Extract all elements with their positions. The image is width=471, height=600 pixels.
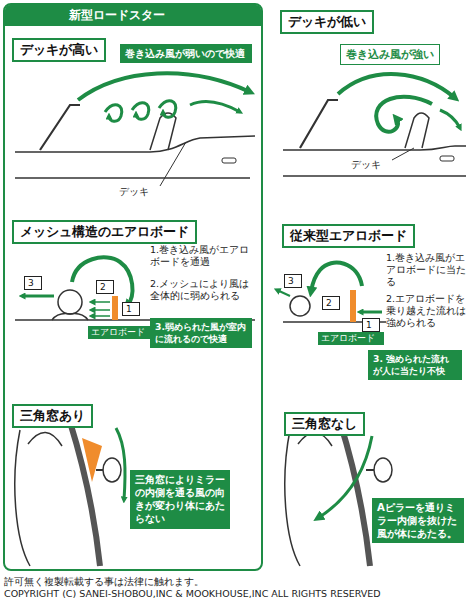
wind-arrow: [311, 263, 362, 292]
wind-arrow: [318, 436, 372, 518]
node-text: 3. 強められた流れが人に当たり不快: [373, 353, 457, 377]
seat: [405, 113, 429, 148]
section-title: 三角窓なし: [284, 412, 365, 436]
callout-box: 巻き込み風が強い: [340, 44, 440, 65]
section-title: 三角窓あり: [12, 404, 93, 428]
node-text: デッキが高い: [20, 42, 98, 58]
occupant-body: [52, 314, 88, 320]
callout-number: 2: [96, 280, 114, 294]
node-text: エアロボード: [321, 333, 381, 344]
headrest: [28, 432, 62, 446]
door-mirror: [374, 458, 392, 482]
part-tag: エアロボード: [88, 326, 154, 339]
node-text: 巻き込み風が強い: [346, 47, 434, 62]
node-text: メッシュ構造のエアロボード: [20, 224, 189, 240]
seat: [15, 430, 30, 566]
section-title: デッキが高い: [12, 38, 106, 62]
callout-number: 1: [122, 302, 140, 316]
wind-arrow: [277, 290, 290, 296]
part-tag: エアロボード: [318, 332, 384, 345]
wind-arrow: [72, 257, 132, 306]
leader-line: [392, 148, 414, 160]
callout-box: 3. 強められた流れが人に当たり不快: [368, 350, 462, 380]
node-text: 2: [100, 281, 110, 293]
copyright-notice: 許可無く複製転載する事は法律に触れます。: [4, 575, 204, 589]
node-text: 巻き込み風が弱いので快適: [125, 47, 247, 60]
wind-arrow: [116, 428, 125, 500]
node-text: エアロボード: [91, 327, 151, 338]
part-label: デッキ: [350, 158, 382, 172]
occupant-head: [290, 296, 310, 316]
car-body-line: [283, 146, 466, 150]
callout-box: 三角窓によりミラーの内側を通る風の向きが変わり体にあたらない: [130, 470, 230, 529]
callout-number: 3: [284, 274, 302, 288]
aero-board: [112, 296, 118, 320]
wind-arrow: [92, 309, 110, 311]
copyright-notice: COPYRIGHT (C) SANEI-SHOBOU,INC & MOOKHOU…: [4, 588, 381, 599]
wind-swirl: [105, 105, 122, 122]
node-text: 1: [366, 319, 376, 331]
wind-arrow: [92, 301, 110, 303]
car-body-line: [283, 175, 466, 176]
wind-arrow: [440, 110, 460, 128]
wind-arrow: [22, 295, 54, 298]
wind-arrow: [92, 315, 110, 317]
door-mirror: [103, 458, 121, 482]
car-body-line: [15, 177, 250, 178]
note-text: 2.エアロボードを乗り越えた流れは強められる: [386, 293, 468, 329]
node-text: 3.弱められた風が室内に流れるので快適: [155, 321, 247, 345]
node-text: デッキが低い: [288, 14, 366, 30]
node-text: 3: [28, 277, 38, 289]
callout-number: 2: [322, 296, 340, 310]
node-text: 三角窓によりミラーの内側を通る風の向きが変わり体にあたらない: [135, 473, 225, 526]
windshield: [40, 105, 80, 150]
wind-swirl: [132, 103, 149, 120]
panel-header: 新型ロードスター: [5, 5, 261, 26]
seat: [285, 430, 300, 566]
note-text: 1.巻き込み風がエアロボードに当たる: [386, 252, 468, 288]
callout-number: 1: [362, 318, 380, 332]
car-body-line: [15, 136, 255, 152]
quarter-window: [82, 438, 102, 482]
callout-box: 3.弱められた風が室内に流れるので快適: [150, 318, 252, 348]
aero-board: [350, 290, 356, 322]
wind-arrow: [78, 73, 250, 100]
section-title: デッキが低い: [280, 10, 374, 34]
door-handle: [440, 156, 454, 161]
wind-swirl: [159, 101, 176, 118]
windshield: [300, 100, 338, 148]
mirror-stay: [366, 469, 374, 471]
node-text: 従来型エアロボード: [290, 228, 407, 244]
callout-number: 3: [24, 276, 42, 290]
section-title: 従来型エアロボード: [282, 224, 415, 248]
node-text: 三角窓なし: [292, 416, 357, 432]
panel-heading: 新型ロードスター: [69, 7, 261, 24]
callout-box: 巻き込み風が弱いので快適: [120, 44, 252, 63]
note-text: 1.巻き込み風がエアロボードを通過: [150, 244, 250, 268]
part-label: デッキ: [118, 185, 150, 199]
node-text: Aピラーを通りミラー内側を抜けた風が体にあたる。: [377, 501, 459, 540]
leader-line: [160, 142, 186, 186]
section-title: メッシュ構造のエアロボード: [12, 220, 197, 244]
door-handle: [222, 158, 236, 163]
occupant-head: [58, 290, 82, 314]
callout-box: Aピラーを通りミラー内側を抜けた風が体にあたる。: [372, 498, 464, 543]
node-text: 2: [326, 297, 336, 309]
seat: [150, 113, 176, 150]
wind-arrow: [190, 101, 240, 112]
wind-arrow: [360, 311, 382, 314]
wind-arrow: [338, 74, 455, 98]
note-text: 2.メッシュにより風は全体的に弱められる: [150, 278, 250, 302]
node-text: 1: [126, 303, 136, 315]
node-text: 三角窓あり: [20, 408, 85, 424]
wind-swirl: [376, 97, 432, 132]
node-text: 3: [288, 275, 298, 287]
